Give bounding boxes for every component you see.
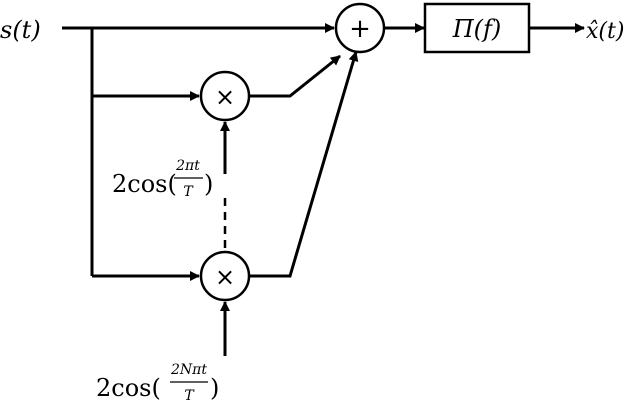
carrier-n-label: 2cos( 2Nπt T ): [96, 362, 219, 404]
input-signal-label: s(t): [0, 16, 41, 44]
summation-symbol: +: [349, 14, 371, 44]
mult-1-output-wire: [249, 54, 341, 98]
svg-text:T: T: [184, 388, 195, 404]
svg-text:2πt: 2πt: [175, 158, 200, 174]
multiplier-n-symbol: ×: [215, 263, 235, 291]
svg-text:2cos(: 2cos(: [96, 374, 161, 402]
carrier-1-label: 2cos( 2πt T ): [112, 158, 213, 200]
svg-text:): ): [204, 170, 213, 198]
output-signal-label: x̂(t): [586, 19, 624, 44]
filter-block: [423, 2, 531, 54]
svg-text:T: T: [183, 184, 194, 200]
filter-label: Π(f): [452, 15, 502, 43]
multiplier-1-symbol: ×: [215, 83, 235, 111]
svg-text:2Nπt: 2Nπt: [170, 362, 207, 378]
mult-n-output-wire: [249, 51, 359, 278]
svg-text:2cos(: 2cos(: [112, 170, 177, 198]
svg-text:): ): [210, 374, 219, 402]
